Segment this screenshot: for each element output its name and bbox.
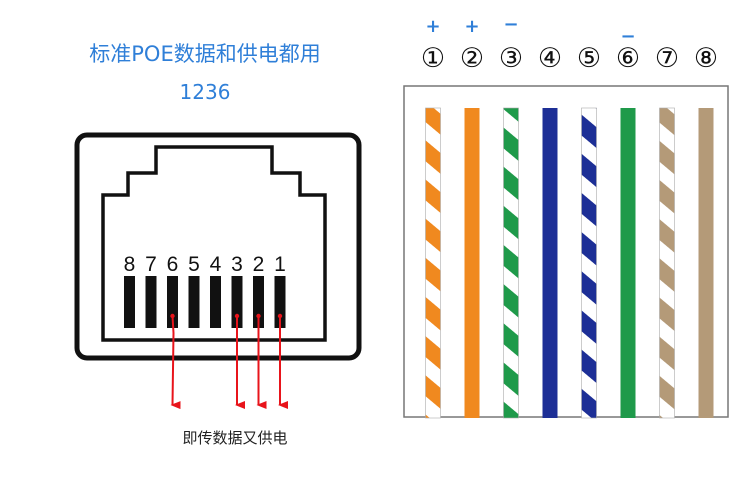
wire-pin-7 (659, 107, 675, 419)
page-subtitle: 1236 (179, 80, 231, 104)
page-title: 标准POE数据和供电都用 (89, 42, 321, 66)
arrow-origin-dot (277, 313, 283, 319)
pin-number-3: ③ (498, 43, 524, 74)
pin-number-7: ⑦ (654, 43, 680, 74)
pin-number-4: ④ (537, 43, 563, 74)
jack-pin-label: 4 (209, 253, 222, 276)
jack-pin-label: 8 (123, 253, 136, 276)
arrow-origin-dot (234, 313, 240, 319)
pin-number-8: ⑧ (693, 43, 719, 74)
jack-pin-label: 5 (188, 253, 200, 276)
jack-pin-label: 1 (274, 253, 286, 276)
polarity-pin-1: + (425, 16, 441, 37)
jack-pin-8 (124, 276, 135, 328)
wire-pin-8 (698, 108, 714, 418)
jack-pin-6 (167, 276, 178, 328)
pin-number-1: ① (420, 43, 446, 74)
polarity-pin-6: − (620, 26, 636, 47)
cable-wires (425, 107, 714, 419)
rj45-jack-socket (101, 145, 327, 342)
jack-pin-label: 3 (231, 253, 243, 276)
data-and-power-label: 即传数据又供电 (182, 429, 288, 447)
jack-pin-label: 6 (166, 253, 179, 276)
jack-pin-3 (231, 276, 243, 328)
arrow-pin-6 (170, 315, 181, 410)
jack-pin-1 (274, 276, 286, 328)
wire-pin-3 (503, 107, 519, 419)
jack-pin-5 (188, 276, 200, 328)
jack-pin-7 (145, 276, 157, 328)
arrow-origin-dot (256, 313, 261, 319)
cable-wire-box (403, 85, 729, 418)
arrow-origin-dot (170, 313, 175, 319)
jack-pin-label: 2 (252, 253, 265, 276)
jack-pin-2 (253, 276, 264, 328)
wire-pin-5 (581, 107, 597, 419)
wire-pin-4 (542, 108, 558, 418)
pin-number-5: ⑤ (576, 43, 602, 74)
pin-number-6: ⑥ (615, 43, 641, 74)
jack-pin-4 (210, 276, 221, 328)
rj45-jack-pins (124, 276, 286, 328)
polarity-pin-2: + (464, 16, 480, 37)
pin-number-2: ② (459, 43, 485, 74)
wire-pin-2 (464, 108, 480, 418)
jack-pin-label: 7 (145, 253, 157, 276)
wire-pin-6 (620, 108, 636, 418)
polarity-pin-3: − (503, 14, 519, 35)
wire-pin-1 (425, 107, 441, 419)
data-power-arrows (170, 313, 288, 410)
